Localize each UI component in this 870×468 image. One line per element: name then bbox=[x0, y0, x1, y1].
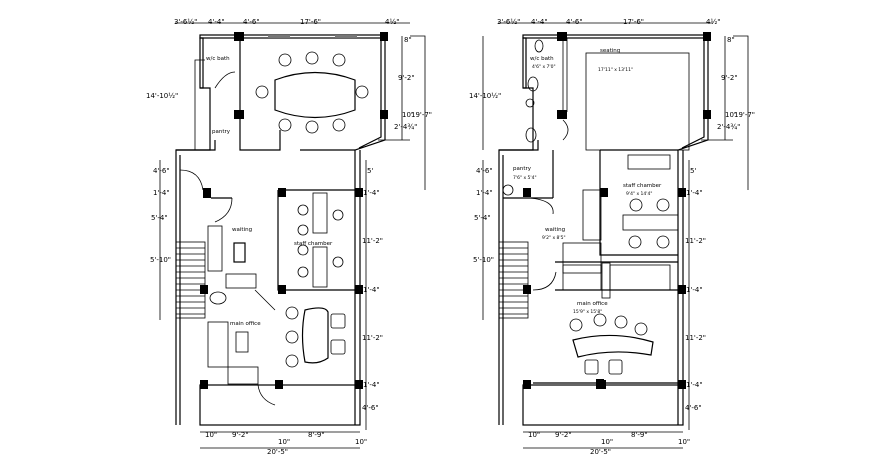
room-label-waiting: waiting bbox=[232, 227, 252, 233]
svg-text:seating: seating bbox=[600, 48, 620, 54]
svg-text:1'-4": 1'-4" bbox=[363, 381, 380, 389]
staff-chairs bbox=[297, 204, 344, 278]
svg-text:7'6" x 5'4": 7'6" x 5'4" bbox=[513, 175, 537, 181]
svg-text:10": 10" bbox=[402, 111, 414, 119]
svg-text:19'-7": 19'-7" bbox=[734, 111, 755, 119]
svg-text:2'-4¾": 2'-4¾" bbox=[717, 123, 740, 131]
svg-text:5'-10": 5'-10" bbox=[473, 256, 494, 264]
svg-text:11'-2": 11'-2" bbox=[362, 237, 383, 245]
svg-text:w/c bath: w/c bath bbox=[530, 56, 554, 62]
svg-text:9'4" x 14'4": 9'4" x 14'4" bbox=[626, 191, 652, 197]
svg-text:1'-4": 1'-4" bbox=[153, 189, 170, 197]
svg-text:17'-6": 17'-6" bbox=[623, 18, 644, 26]
svg-text:1'-4": 1'-4" bbox=[686, 189, 703, 197]
svg-text:3'-6½": 3'-6½" bbox=[497, 18, 520, 26]
svg-text:10": 10" bbox=[601, 438, 613, 446]
svg-text:4'-6": 4'-6" bbox=[153, 167, 170, 175]
svg-text:4'6" x 7'0": 4'6" x 7'0" bbox=[532, 64, 556, 70]
svg-text:pantry: pantry bbox=[513, 166, 532, 172]
svg-text:3'-6½": 3'-6½" bbox=[174, 18, 197, 26]
svg-text:20'-5": 20'-5" bbox=[267, 448, 288, 456]
svg-text:10": 10" bbox=[528, 431, 540, 439]
svg-text:17'11" x 13'11": 17'11" x 13'11" bbox=[598, 67, 633, 73]
svg-text:4'-4": 4'-4" bbox=[531, 18, 548, 26]
svg-text:waiting: waiting bbox=[545, 227, 565, 233]
svg-text:5'-4": 5'-4" bbox=[474, 214, 491, 222]
waiting-table bbox=[233, 242, 246, 263]
conference-table bbox=[274, 71, 356, 119]
svg-text:10": 10" bbox=[278, 438, 290, 446]
svg-text:1'-4": 1'-4" bbox=[476, 189, 493, 197]
svg-text:1'-4": 1'-4" bbox=[363, 189, 380, 197]
svg-text:5'-10": 5'-10" bbox=[150, 256, 171, 264]
svg-text:4'-6": 4'-6" bbox=[685, 404, 702, 412]
dimensions-left-plan: 3'-6½" 4'-4" 4'-6" 17'-6" 4½" 8" 9'-2" 1… bbox=[146, 18, 432, 456]
conference-chairs bbox=[255, 51, 369, 134]
svg-text:main office: main office bbox=[577, 301, 608, 307]
svg-text:4½": 4½" bbox=[385, 18, 399, 26]
svg-text:9'2" x 8'5": 9'2" x 8'5" bbox=[542, 235, 566, 241]
svg-text:11'-2": 11'-2" bbox=[362, 334, 383, 342]
svg-text:1'-4": 1'-4" bbox=[686, 381, 703, 389]
dimensions-right-plan: 3'-6½" 4'-4" 4'-6" 17'-6" 4½" 8" 9'-2" 1… bbox=[469, 18, 755, 456]
svg-text:11'-2": 11'-2" bbox=[685, 237, 706, 245]
svg-text:19'-7": 19'-7" bbox=[411, 111, 432, 119]
svg-text:9'-2": 9'-2" bbox=[232, 431, 249, 439]
room-label-staff: staff chamber bbox=[294, 241, 333, 247]
office-desk bbox=[301, 307, 329, 364]
svg-text:9'-2": 9'-2" bbox=[555, 431, 572, 439]
svg-text:14'-10½": 14'-10½" bbox=[469, 92, 501, 100]
plan-left-furniture: w/c bath pantry waiting staff chamber ma… bbox=[175, 31, 389, 426]
svg-text:10": 10" bbox=[205, 431, 217, 439]
svg-text:10": 10" bbox=[678, 438, 690, 446]
svg-text:5': 5' bbox=[367, 167, 373, 175]
svg-text:4'-6": 4'-6" bbox=[476, 167, 493, 175]
svg-text:1'-4": 1'-4" bbox=[686, 286, 703, 294]
svg-text:20'-5": 20'-5" bbox=[590, 448, 611, 456]
svg-text:14'-10½": 14'-10½" bbox=[146, 92, 178, 100]
svg-text:8": 8" bbox=[727, 36, 735, 44]
svg-text:5'-4": 5'-4" bbox=[151, 214, 168, 222]
svg-text:9'-2": 9'-2" bbox=[721, 74, 738, 82]
svg-text:staff chamber: staff chamber bbox=[623, 183, 662, 189]
svg-text:8": 8" bbox=[404, 36, 412, 44]
svg-text:9'-2": 9'-2" bbox=[398, 74, 415, 82]
svg-text:2'-4¾": 2'-4¾" bbox=[394, 123, 417, 131]
svg-text:17'-6": 17'-6" bbox=[300, 18, 321, 26]
svg-text:11'-2": 11'-2" bbox=[685, 334, 706, 342]
room-label-wc: w/c bath bbox=[206, 56, 230, 62]
svg-text:4'-6": 4'-6" bbox=[362, 404, 379, 412]
svg-text:10": 10" bbox=[725, 111, 737, 119]
svg-text:5': 5' bbox=[690, 167, 696, 175]
svg-text:8'-9": 8'-9" bbox=[308, 431, 325, 439]
svg-text:4'-6": 4'-6" bbox=[243, 18, 260, 26]
office-desk bbox=[572, 334, 654, 358]
plan-right-furniture: w/c bath 4'6" x 7'0" seating 17'11" x 13… bbox=[498, 31, 712, 426]
room-label-pantry: pantry bbox=[212, 129, 231, 135]
svg-text:4'-4": 4'-4" bbox=[208, 18, 225, 26]
svg-text:8'-9": 8'-9" bbox=[631, 431, 648, 439]
svg-text:15'9" x 15'8": 15'9" x 15'8" bbox=[573, 309, 602, 315]
svg-text:10": 10" bbox=[355, 438, 367, 446]
svg-text:4'-6": 4'-6" bbox=[566, 18, 583, 26]
svg-text:4½": 4½" bbox=[706, 18, 720, 26]
svg-text:1'-4": 1'-4" bbox=[363, 286, 380, 294]
room-label-office: main office bbox=[230, 321, 261, 327]
